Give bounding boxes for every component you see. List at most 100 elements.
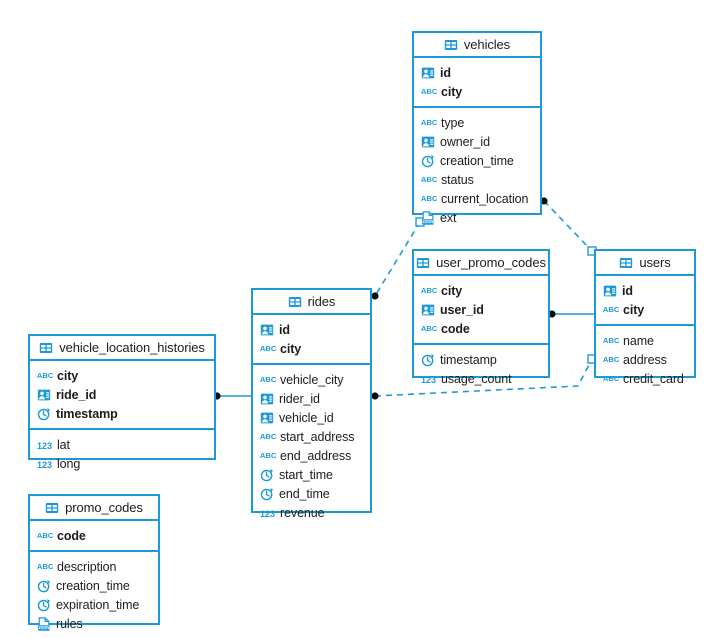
field-row-start_time[interactable]: start_time — [253, 465, 370, 484]
svg-text:JSON: JSON — [422, 219, 433, 224]
field-row-owner_id[interactable]: owner_id — [414, 132, 540, 151]
abc-icon: ABC — [259, 450, 277, 460]
abc-icon: ABC — [36, 370, 54, 380]
relationship-user_promo_codes-to-users[interactable] — [548, 310, 594, 318]
field-name: usage_count — [441, 371, 512, 386]
field-name: revenue — [280, 505, 325, 520]
table-icon — [45, 501, 59, 515]
entity-header[interactable]: users — [596, 251, 694, 276]
field-row-id[interactable]: id — [414, 63, 540, 82]
field-row-end_time[interactable]: end_time — [253, 484, 370, 503]
field-name: city — [623, 302, 645, 317]
field-row-usage_count[interactable]: 123 usage_count — [414, 369, 548, 388]
relationship-vehicles-to-users[interactable] — [540, 197, 597, 256]
field-row-timestamp[interactable]: timestamp — [30, 404, 214, 423]
abc-icon: ABC — [420, 323, 438, 333]
field-row-creation_time[interactable]: creation_time — [414, 151, 540, 170]
field-name: timestamp — [440, 352, 497, 367]
entity-header[interactable]: rides — [253, 290, 370, 315]
field-row-vehicle_id[interactable]: vehicle_id — [253, 408, 370, 427]
id-card-icon — [421, 66, 435, 80]
entity-title: vehicle_location_histories — [59, 340, 205, 355]
field-name: id — [279, 322, 290, 337]
field-name: rules — [56, 616, 83, 631]
clock-icon — [260, 468, 274, 482]
field-name: type — [441, 115, 465, 130]
json-icon: JSON — [421, 210, 435, 225]
json-icon: JSON — [37, 616, 51, 631]
field-row-rules[interactable]: JSON rules — [30, 614, 158, 633]
abc-icon: ABC — [602, 373, 620, 383]
abc-icon: ABC — [602, 354, 620, 364]
entity-title: vehicles — [463, 37, 511, 52]
id-card-icon — [603, 284, 617, 298]
field-row-rider_id[interactable]: rider_id — [253, 389, 370, 408]
entity-header[interactable]: user_promo_codes — [414, 251, 548, 276]
field-name: end_address — [280, 448, 352, 463]
field-name: id — [440, 65, 451, 80]
number-icon: 123 — [37, 459, 53, 470]
entity-header[interactable]: promo_codes — [30, 496, 158, 521]
field-name: creation_time — [440, 153, 514, 168]
field-name: long — [57, 456, 81, 471]
abc-icon: ABC — [420, 117, 438, 127]
field-row-long[interactable]: 123 long — [30, 454, 214, 473]
field-row-timestamp[interactable]: timestamp — [414, 350, 548, 369]
number-icon: 123 — [421, 374, 437, 385]
field-name: id — [622, 283, 633, 298]
field-name: city — [57, 368, 79, 383]
field-row-id[interactable]: id — [596, 281, 694, 300]
entity-header[interactable]: vehicle_location_histories — [30, 336, 214, 361]
field-name: credit_card — [623, 371, 684, 386]
abc-icon: ABC — [420, 193, 438, 203]
entity-title: rides — [307, 294, 336, 309]
relationship-vehicle_location_histories-to-rides[interactable] — [213, 392, 251, 400]
entity-header[interactable]: vehicles — [414, 33, 540, 58]
id-card-icon — [260, 323, 274, 337]
id-card-icon — [421, 135, 435, 149]
field-row-creation_time[interactable]: creation_time — [30, 576, 158, 595]
field-name: current_location — [441, 191, 529, 206]
field-row-user_id[interactable]: user_id — [414, 300, 548, 319]
field-row-id[interactable]: id — [253, 320, 370, 339]
field-row-ride_id[interactable]: ride_id — [30, 385, 214, 404]
abc-icon: ABC — [259, 343, 277, 353]
id-card-icon — [421, 303, 435, 317]
field-row-expiration_time[interactable]: expiration_time — [30, 595, 158, 614]
field-name: rider_id — [279, 391, 320, 406]
